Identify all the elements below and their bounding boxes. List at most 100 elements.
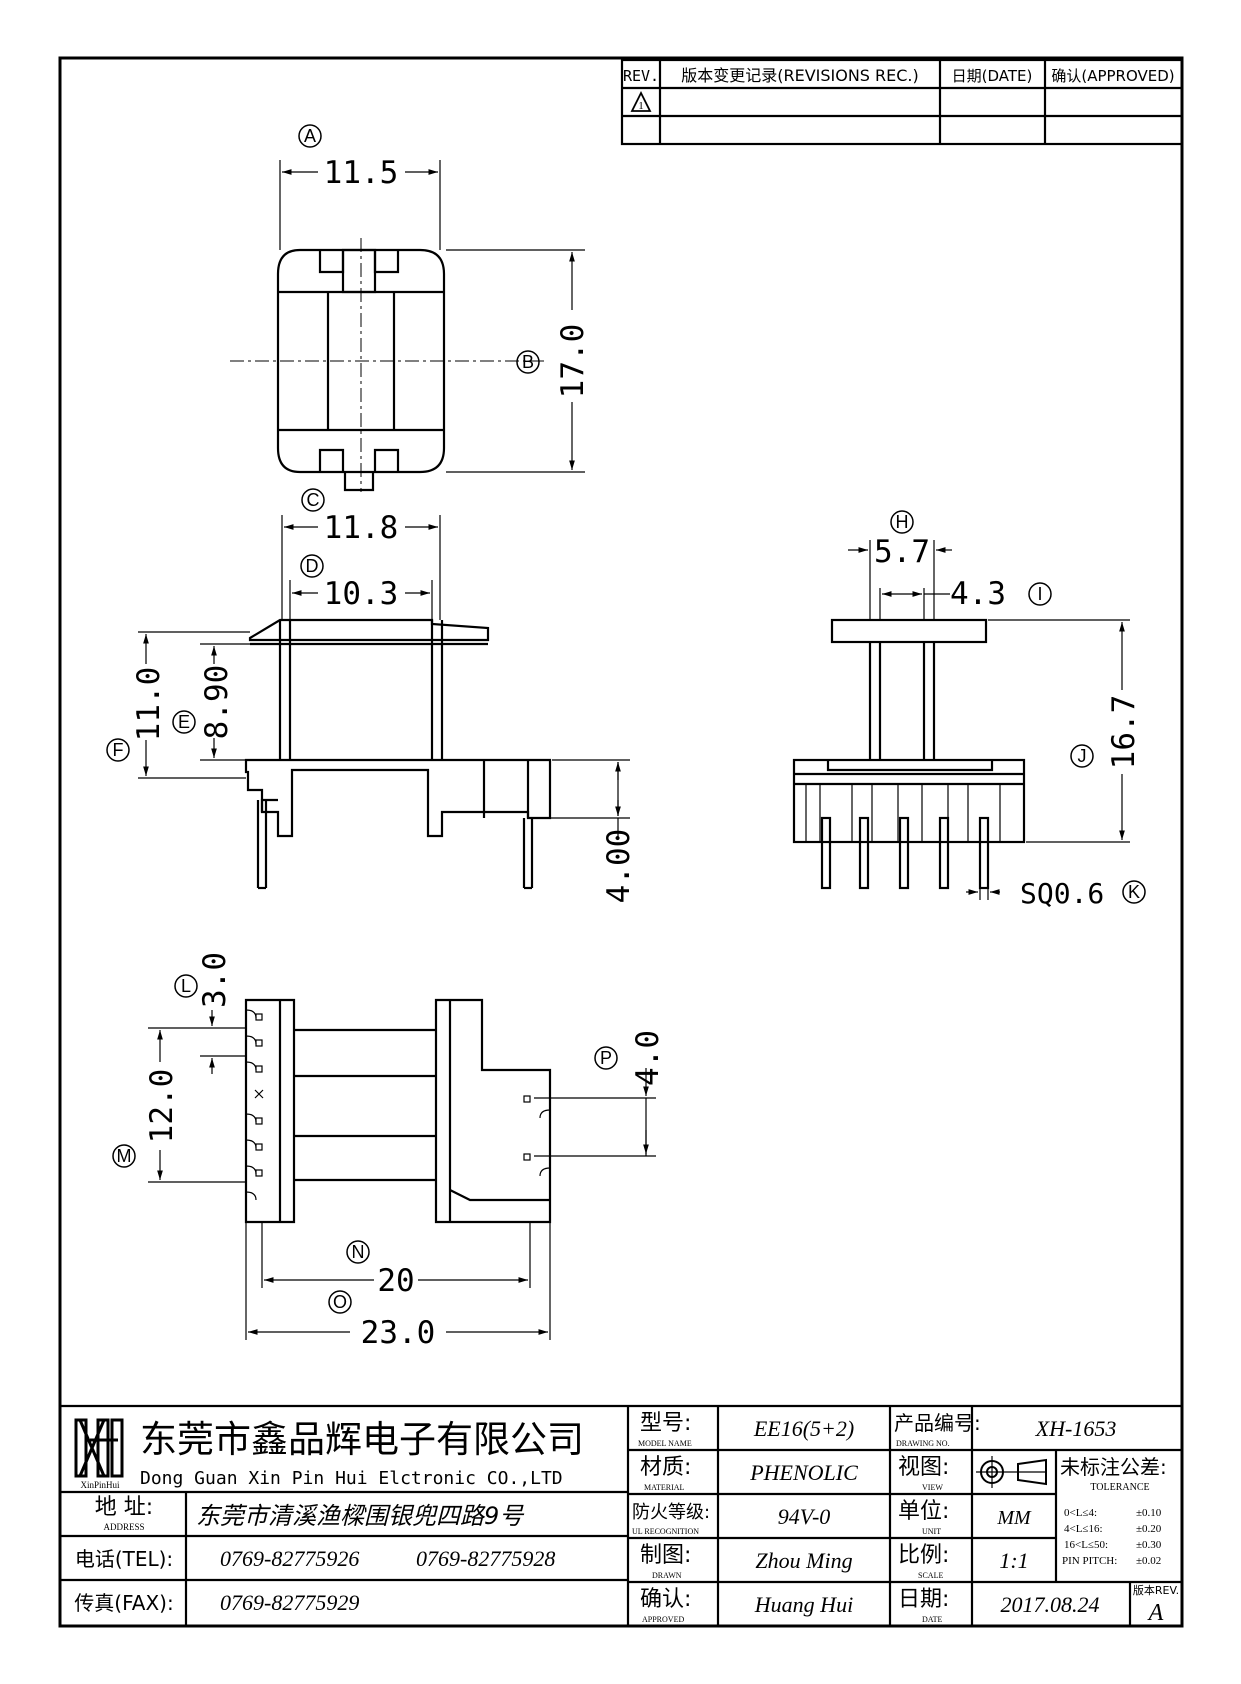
company-logo: XinPinHui — [74, 1418, 124, 1490]
svg-text:F: F — [113, 740, 124, 760]
bottom-view: 3.0 L 12.0 M 4.0 P 20 N — [112, 952, 666, 1351]
material-value: PHENOLIC — [749, 1460, 858, 1485]
front-view: 11.8 C 10.3 D 11.0 F 8.90 E — [106, 488, 637, 904]
company-name-en: Dong Guan Xin Pin Hui Elctronic CO.,LTD — [140, 1468, 563, 1489]
dim-f-value: 11.0 — [131, 667, 167, 742]
tolerance-range-4: PIN PITCH: — [1062, 1555, 1117, 1567]
svg-text:P: P — [600, 1048, 612, 1068]
tel1-value: 0769-82775926 — [220, 1546, 359, 1571]
approved-header: 确认(APPROVED) — [1051, 67, 1174, 85]
view-label: 视图: — [898, 1455, 949, 1480]
approved-label: 确认: — [640, 1587, 691, 1612]
flame-label: 防火等级: — [632, 1502, 710, 1523]
dim-p-value: 4.0 — [630, 1030, 666, 1086]
tolerance-range-2: 4<L≤16: — [1064, 1523, 1103, 1535]
tolerance-value-1: ±0.10 — [1136, 1507, 1162, 1519]
date-label-en: DATE — [922, 1615, 943, 1624]
top-view: 11.5 A 17.0 B — [230, 124, 591, 492]
dim-c-value: 11.8 — [324, 510, 399, 546]
label-m: M — [112, 1144, 136, 1168]
rev-header: REV. — [623, 67, 659, 85]
tel-label: 电话(TEL): — [75, 1547, 173, 1571]
label-b: B — [516, 350, 540, 374]
flame-label-en: UL RECOGNITION — [632, 1527, 699, 1536]
dim-d-value: 10.3 — [324, 576, 399, 612]
rev-value: A — [1147, 1600, 1164, 1626]
dim-m-value: 12.0 — [144, 1069, 180, 1144]
tolerance-range-1: 0<L≤4: — [1064, 1507, 1097, 1519]
label-o: O — [328, 1290, 352, 1314]
label-f: F — [106, 738, 130, 762]
label-k: K — [1122, 880, 1146, 904]
label-i: I — [1028, 582, 1052, 606]
approved-label-en: APPROVED — [642, 1615, 684, 1624]
label-e: E — [172, 710, 196, 734]
date-label: 日期: — [898, 1587, 949, 1612]
label-l: L — [174, 974, 198, 998]
dim-n-value: 20 — [377, 1263, 414, 1299]
svg-text:B: B — [522, 352, 534, 372]
material-label-en: MATERIAL — [644, 1483, 685, 1492]
drawing-no-label: 产品编号: — [894, 1411, 981, 1435]
view-label-en: VIEW — [922, 1483, 943, 1492]
svg-text:I: I — [1037, 584, 1042, 604]
dim-h-value: 5.7 — [874, 534, 930, 570]
svg-text:J: J — [1078, 746, 1087, 766]
svg-text:C: C — [307, 490, 320, 510]
fax-value: 0769-82775929 — [220, 1590, 359, 1615]
label-a: A — [298, 124, 322, 148]
tolerance-range-3: 16<L≤50: — [1064, 1539, 1108, 1551]
projection-symbol-icon — [976, 1456, 1047, 1488]
company-name-cn: 东莞市鑫品辉电子有限公司 — [140, 1418, 584, 1461]
label-h: H — [890, 510, 914, 534]
dim-a-value: 11.5 — [324, 155, 399, 191]
drawing-no-value: XH-1653 — [1035, 1416, 1117, 1441]
svg-text:E: E — [178, 712, 190, 732]
dim-e-value: 8.90 — [199, 665, 235, 740]
tolerance-label-en: TOLERANCE — [1090, 1482, 1149, 1493]
sheet-border — [58, 56, 1184, 1628]
label-j: J — [1070, 744, 1094, 768]
fax-label: 传真(FAX): — [74, 1591, 173, 1615]
tolerance-value-4: ±0.02 — [1136, 1555, 1161, 1567]
drawn-label-en: DRAWN — [652, 1571, 682, 1580]
dim-l-value: 3.0 — [197, 952, 233, 1008]
scale-label-en: SCALE — [918, 1571, 943, 1580]
model-value: EE16(5+2) — [753, 1416, 854, 1441]
logo-text: XinPinHui — [80, 1480, 120, 1490]
address-label-en: ADDRESS — [103, 1522, 144, 1532]
label-d: D — [300, 554, 324, 578]
dim-g-value: 4.00 — [601, 829, 637, 904]
tolerance-value-3: ±0.30 — [1136, 1539, 1162, 1551]
svg-text:K: K — [1128, 882, 1140, 902]
svg-text:M: M — [117, 1146, 132, 1166]
drawn-label: 制图: — [640, 1543, 691, 1568]
approved-value: Huang Hui — [754, 1592, 853, 1617]
tolerance-label: 未标注公差: — [1060, 1455, 1167, 1479]
dim-j-value: 16.7 — [1106, 695, 1142, 770]
revision-record-header: 版本变更记录(REVISIONS REC.) — [681, 66, 919, 85]
dim-o-value: 23.0 — [361, 1315, 436, 1351]
model-label: 型号: — [640, 1411, 691, 1436]
address-label: 地 址: — [95, 1495, 153, 1520]
flame-value: 94V-0 — [778, 1504, 831, 1529]
dim-i-value: 4.3 — [950, 576, 1006, 612]
svg-text:A: A — [304, 126, 316, 146]
revision-table: REV. 版本变更记录(REVISIONS REC.) 日期(DATE) 确认(… — [620, 58, 1184, 146]
svg-text:L: L — [181, 976, 191, 996]
title-block: XinPinHui 东莞市鑫品辉电子有限公司 Dong Guan Xin Pin… — [60, 1404, 1182, 1626]
dim-b-value: 17.0 — [555, 324, 591, 399]
revision-triangle-icon: 1 — [630, 90, 652, 112]
tolerance-value-2: ±0.20 — [1136, 1523, 1162, 1535]
date-header: 日期(DATE) — [952, 67, 1033, 85]
side-view: 5.7 H 4.3 I 16.7 J SQ0.6 K — [792, 510, 1146, 910]
drawing-no-label-en: DRAWING NO. — [896, 1439, 950, 1448]
svg-text:N: N — [352, 1242, 365, 1262]
scale-value: 1:1 — [999, 1548, 1028, 1573]
unit-value: MM — [996, 1507, 1032, 1529]
svg-text:H: H — [896, 512, 909, 532]
revision-triangle-number: 1 — [638, 100, 644, 112]
rev-label: 版本REV. — [1133, 1583, 1179, 1597]
svg-text:O: O — [333, 1292, 347, 1312]
label-c: C — [301, 488, 325, 512]
